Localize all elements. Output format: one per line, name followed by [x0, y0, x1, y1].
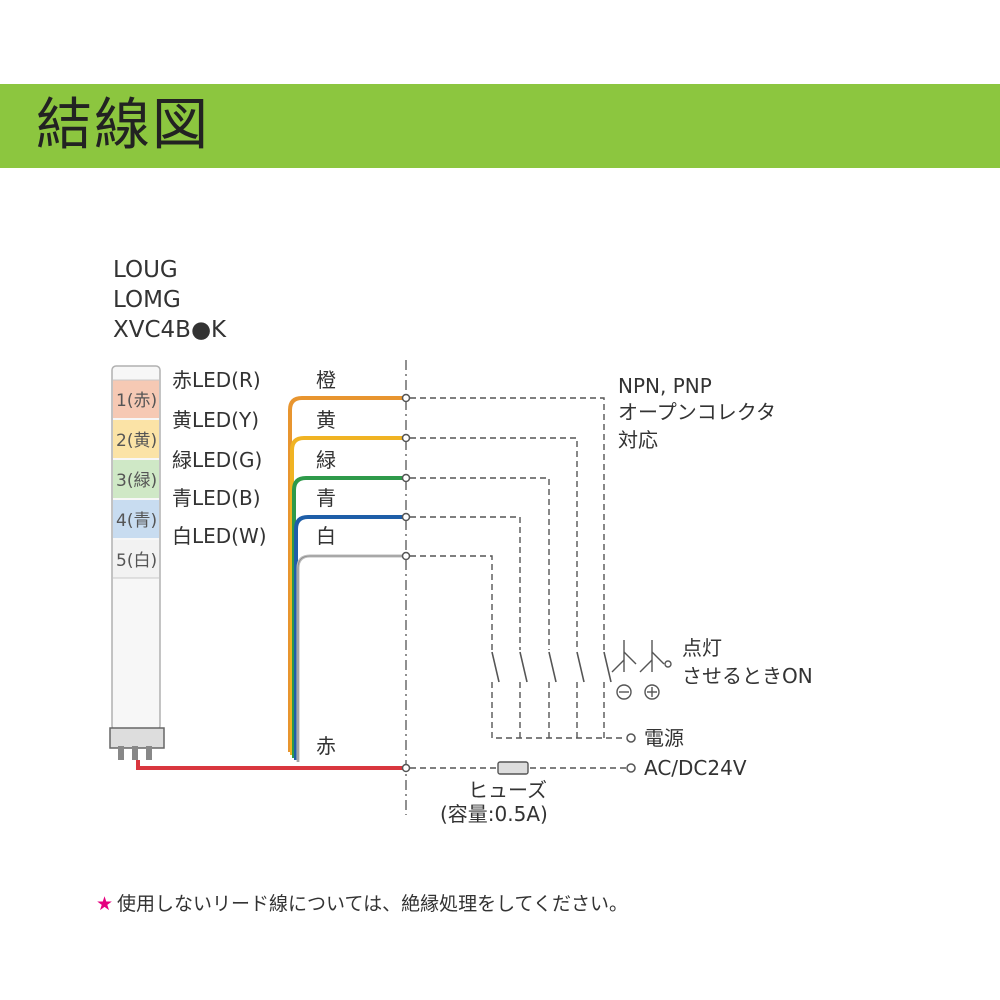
- power-label: 電源: [644, 726, 684, 750]
- wire-label-green: 緑: [316, 448, 336, 472]
- star-icon: ★: [96, 893, 114, 915]
- wire-label-red: 赤: [316, 734, 336, 758]
- tier-green: [113, 460, 159, 498]
- wire-green: [292, 476, 406, 758]
- tier-label: 1(赤): [116, 391, 158, 411]
- footnote: ★使用しないリード線については、絶縁処理をしてください。: [96, 891, 628, 917]
- model-name: LOMG: [113, 287, 181, 313]
- tier-yellow: [113, 420, 159, 458]
- fuse-symbol: [497, 761, 529, 775]
- open-collector-line3: 対応: [618, 428, 658, 452]
- tier-white: [113, 540, 159, 578]
- transistor-symbols: [611, 640, 672, 700]
- tier-label: 2(黄): [116, 431, 158, 451]
- page-title: 結線図: [36, 93, 210, 158]
- led-label-white: 白LED(W): [172, 524, 267, 548]
- wire-label-blue: 青: [316, 486, 336, 510]
- tier-label: 5(白): [116, 551, 158, 571]
- power-terminals: [626, 733, 636, 773]
- wire-white: [296, 554, 406, 762]
- header-band: 結線図: [0, 84, 1000, 168]
- signal-tower: [109, 365, 165, 760]
- tier-label: 3(緑): [116, 471, 158, 491]
- voltage-label: AC/DC24V: [644, 756, 747, 780]
- fuse-label: ヒューズ: [468, 778, 547, 802]
- tier-label: 4(青): [116, 511, 158, 531]
- wire-orange: [288, 396, 406, 752]
- open-collector-line2: オープンコレクタ: [618, 400, 776, 424]
- wire-red-common: [136, 760, 406, 770]
- tower-base: [109, 727, 165, 749]
- wire-label-yellow: 黄: [316, 408, 336, 432]
- led-label-red: 赤LED(R): [172, 368, 261, 392]
- tier-red: [113, 380, 159, 418]
- open-collector-line1: NPN, PNP: [618, 374, 712, 398]
- wire-blue: [294, 515, 406, 760]
- switch-symbols: [491, 651, 612, 683]
- wire-yellow: [290, 436, 406, 755]
- led-label-green: 緑LED(G): [172, 448, 263, 472]
- model-name: LOUG: [113, 257, 178, 283]
- wire-label-orange: 橙: [316, 368, 336, 392]
- led-label-blue: 青LED(B): [172, 486, 261, 510]
- led-label-yellow: 黄LED(Y): [172, 408, 260, 432]
- tier-blue: [113, 500, 159, 538]
- light-on-line1: 点灯: [682, 636, 722, 660]
- wire-label-white: 白: [316, 524, 336, 548]
- model-name: XVC4B●K: [113, 317, 227, 343]
- signal-lines: [410, 397, 626, 769]
- fuse-capacity: (容量:0.5A): [440, 802, 548, 826]
- terminals: [401, 393, 411, 773]
- footnote-text: 使用しないリード線については、絶縁処理をしてください。: [117, 893, 628, 915]
- light-on-line2: させるときON: [682, 664, 813, 688]
